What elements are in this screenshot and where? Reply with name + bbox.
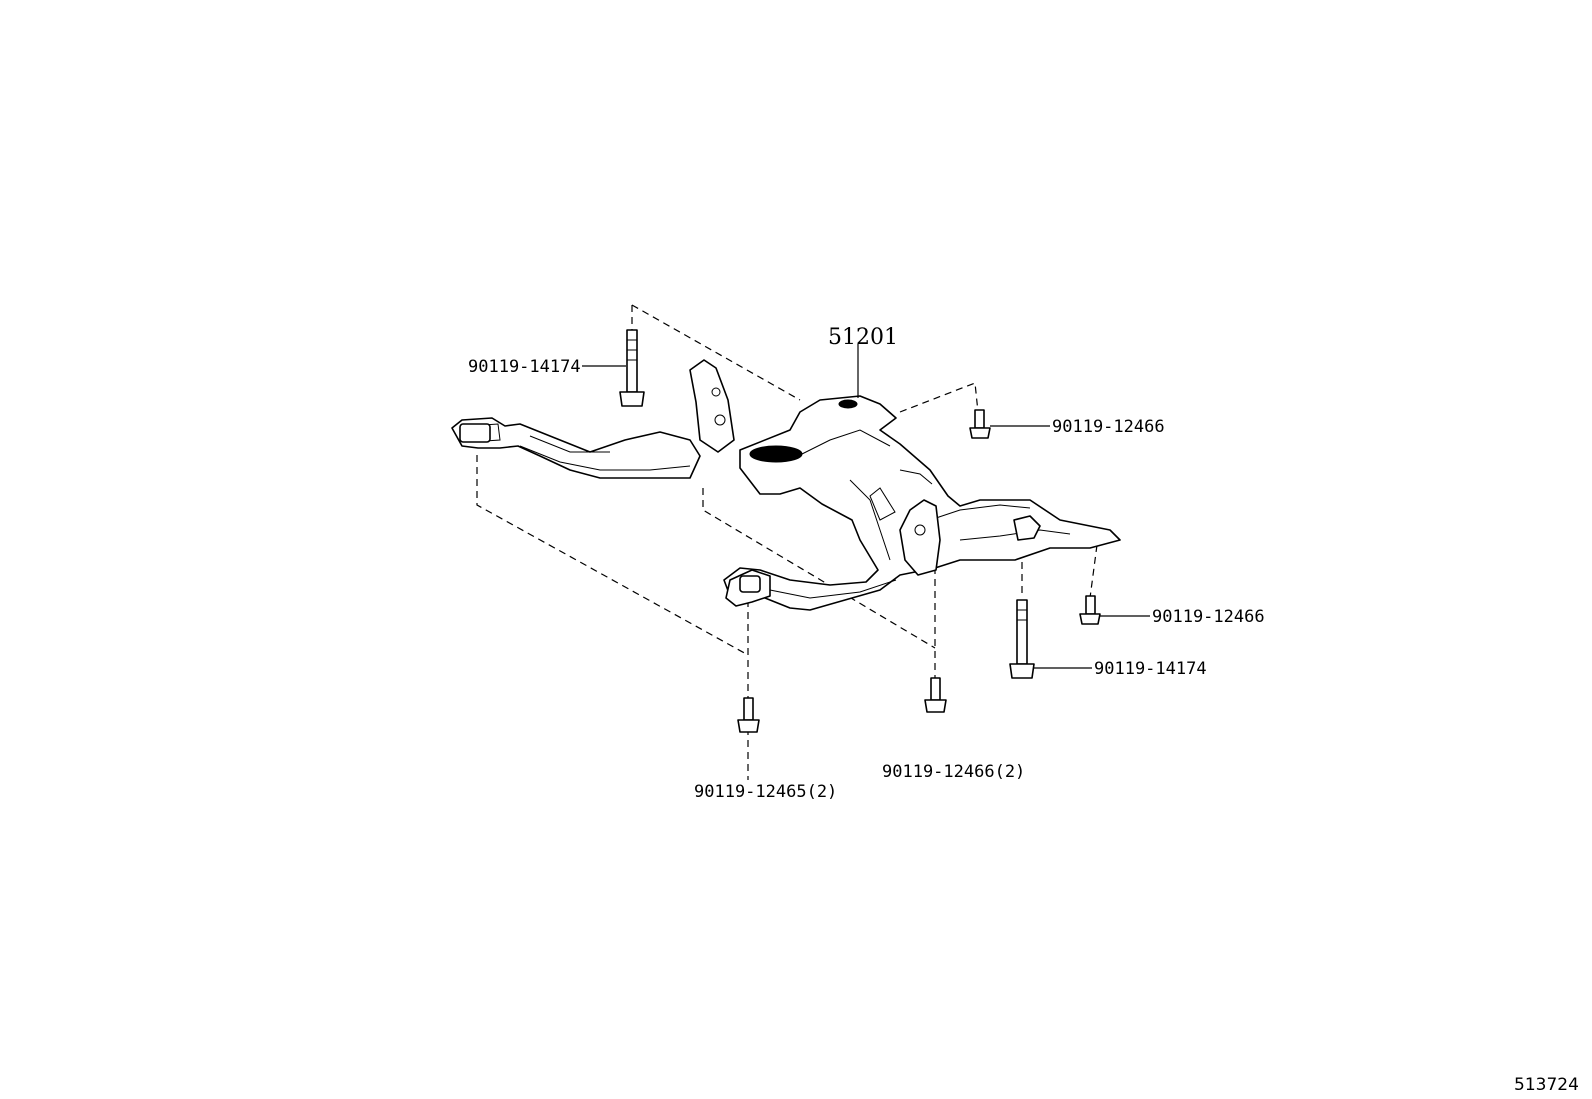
bolt-bottom-center [924,677,947,713]
label-bolt-bottom-left: 90119-12465(2) [694,782,837,802]
label-bolt-bottom-center: 90119-12466(2) [882,762,1025,782]
label-bolt-right-mid: 90119-12466 [1152,607,1265,627]
bolt-right-mid [1079,595,1101,625]
bolt-right-long [1009,599,1035,679]
label-bolt-top-right: 90119-12466 [1052,417,1165,437]
front-suspension-crossmember [451,359,1121,611]
figure-number: 513724 [1514,1075,1579,1095]
label-main-part: 51201 [828,325,898,350]
label-bolt-top-left: 90119-14174 [468,357,581,377]
bolt-top-left [619,329,645,407]
alignment-dashed-lines [476,304,1098,780]
bolt-top-right [969,409,991,439]
bolt-bottom-left [737,697,760,733]
leader-lines [582,344,1150,669]
label-bolt-right-long: 90119-14174 [1094,659,1207,679]
